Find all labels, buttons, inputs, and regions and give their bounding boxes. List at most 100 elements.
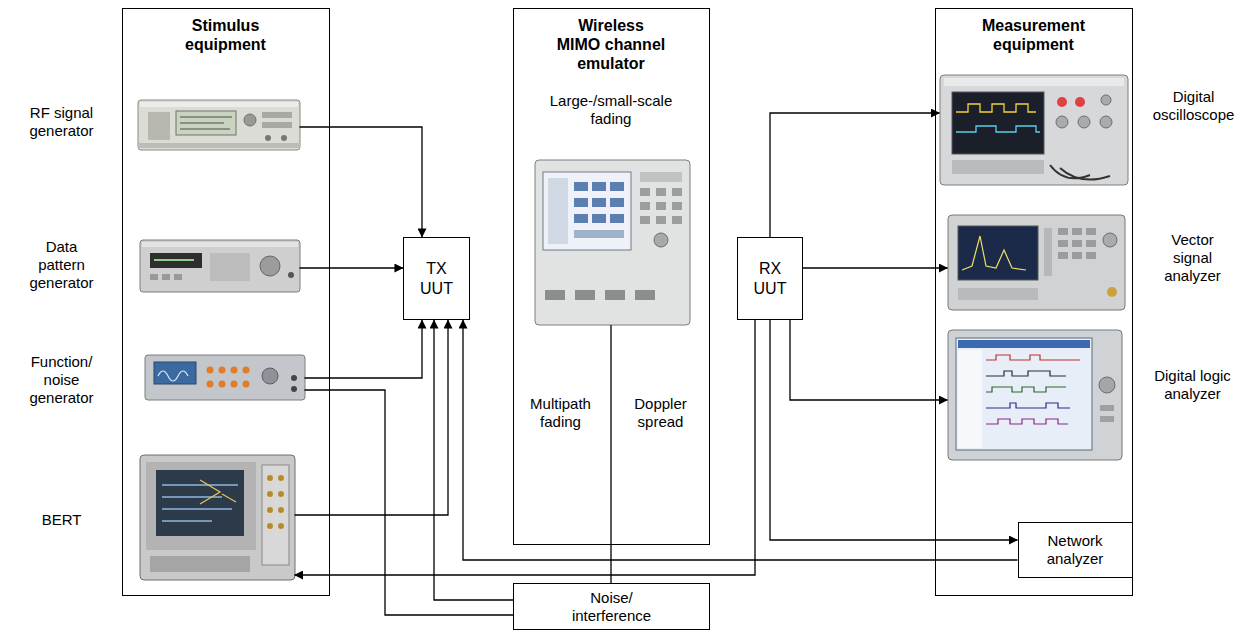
connector-arrow xyxy=(803,267,948,268)
function-generator-illustration xyxy=(145,355,305,400)
function-generator-illustration xyxy=(154,362,196,384)
panel-title: Measurement equipment xyxy=(974,16,1094,54)
function-generator-illustration xyxy=(231,381,238,388)
emulator-illustration xyxy=(640,172,682,182)
data-pattern-generator-illustration xyxy=(150,274,158,280)
oscilloscope-illustration xyxy=(1050,165,1110,180)
logic-analyzer-illustration xyxy=(958,340,1090,348)
bert-illustration xyxy=(262,465,289,565)
vector-signal-analyzer-illustration xyxy=(948,215,1125,310)
logic-analyzer-illustration xyxy=(1099,377,1115,393)
instrument-label: Data pattern generator xyxy=(22,238,102,292)
rf-generator: RF signal generator xyxy=(138,100,300,150)
oscilloscope-illustration xyxy=(940,75,1128,185)
bert-instrument: BERT xyxy=(140,455,295,580)
label-holder: Data pattern generator xyxy=(22,238,102,292)
emulator-illustration xyxy=(672,216,682,224)
emulator-illustration xyxy=(543,172,631,250)
label-holder: Doppler spread xyxy=(618,395,704,431)
panel-note: Multipath fading xyxy=(518,395,604,431)
vector-signal-analyzer-illustration xyxy=(1058,252,1068,259)
emulator-illustration xyxy=(535,160,690,545)
emulator-illustration xyxy=(610,325,611,545)
data-pattern-generator-illustration xyxy=(154,259,194,261)
oscilloscope-illustration xyxy=(1056,116,1068,128)
bert-illustration xyxy=(278,475,284,481)
vector-signal-analyzer-illustration xyxy=(1044,228,1052,276)
emulator-illustration xyxy=(575,290,595,300)
bert-illustration xyxy=(278,491,284,497)
function-generator-illustration xyxy=(243,381,250,388)
data-pattern-generator-illustration xyxy=(288,272,294,278)
instrument-label: RF signal generator xyxy=(22,104,102,140)
label-holder: Vector signal analyzer xyxy=(1153,231,1233,285)
connector-arrow xyxy=(434,320,513,600)
emulator-illustration xyxy=(605,290,625,300)
connector-arrow xyxy=(305,390,514,615)
bert-illustration xyxy=(267,523,273,529)
oscilloscope-illustration xyxy=(952,92,1044,154)
oscilloscope-illustration xyxy=(1078,116,1090,128)
label-holder: Digital logic analyzer xyxy=(1153,367,1233,403)
rf-generator-illustration xyxy=(244,114,256,126)
emulator-illustration xyxy=(635,290,655,300)
box-label: Noise/ interference xyxy=(562,589,662,625)
emulator-illustration xyxy=(656,188,666,196)
emulator-illustration xyxy=(574,214,588,223)
logic-analyzer-illustration xyxy=(986,419,1068,424)
label-holder: RF signal generator xyxy=(22,104,102,140)
vector-signal-analyzer-illustration xyxy=(1072,252,1082,259)
oscilloscope-illustration xyxy=(956,126,1040,132)
connector-arrow xyxy=(790,320,948,400)
bert-illustration xyxy=(278,507,284,513)
rf-generator-illustration xyxy=(140,102,298,107)
emulator-illustration xyxy=(574,230,624,238)
oscilloscope-illustration xyxy=(1075,97,1085,107)
rf-generator-illustration xyxy=(262,112,292,118)
logic-analyzer-illustration xyxy=(958,350,982,448)
vector-signal-analyzer-illustration xyxy=(948,215,1125,310)
oscilloscope-illustration xyxy=(944,78,1124,86)
logic-analyzer-illustration xyxy=(948,330,1122,460)
oscilloscope-illustration xyxy=(956,104,1036,112)
instrument-label: Function/ noise generator xyxy=(22,353,102,407)
oscilloscope-illustration xyxy=(1100,116,1112,128)
rf-generator-illustration xyxy=(138,100,300,150)
emulator-panel: Wireless MIMO channel emulatorLarge-/sma… xyxy=(513,8,710,545)
function-generator-illustration xyxy=(243,367,250,374)
rf-generator-illustration xyxy=(262,122,292,128)
bert-illustration xyxy=(267,475,273,481)
panel-note: Doppler spread xyxy=(618,395,704,431)
vector-signal-analyzer-illustration xyxy=(1072,228,1082,235)
bert-illustration xyxy=(156,470,244,536)
vector-signal-analyzer-illustration xyxy=(1107,287,1117,297)
data-pattern-generator-illustration xyxy=(210,253,250,281)
function-generator: Function/ noise generator xyxy=(145,355,305,400)
equipment-panel: RF signal generatorData pattern generato… xyxy=(122,8,330,596)
oscilloscope-illustration xyxy=(1057,97,1067,107)
emulator-illustration xyxy=(574,182,588,191)
connector-arrow xyxy=(300,267,404,268)
vector-signal-analyzer-illustration xyxy=(1086,240,1096,247)
emulator-illustration xyxy=(640,216,650,224)
rf-generator-illustration xyxy=(281,135,287,141)
vector-signal-analyzer-illustration xyxy=(1072,240,1082,247)
bert-illustration xyxy=(140,455,295,580)
oscilloscope-illustration xyxy=(952,160,1044,174)
bert-illustration xyxy=(267,507,273,513)
function-generator-illustration xyxy=(145,355,305,400)
bert-illustration xyxy=(267,491,273,497)
emulator-illustration xyxy=(592,198,606,207)
function-generator-illustration xyxy=(158,371,188,381)
label-holder: Measurement equipment xyxy=(974,16,1094,54)
label-holder: Digital oscilloscope xyxy=(1146,88,1242,124)
rf-generator-illustration xyxy=(180,117,232,129)
logic-analyzer-illustration xyxy=(986,403,1070,408)
emulator-illustration xyxy=(672,188,682,196)
rf-generator-illustration xyxy=(138,143,300,148)
emulator-illustration xyxy=(640,188,650,196)
rf-generator-illustration xyxy=(148,112,170,140)
instrument-label: Digital oscilloscope xyxy=(1146,88,1242,124)
emulator-illustration xyxy=(610,198,624,207)
